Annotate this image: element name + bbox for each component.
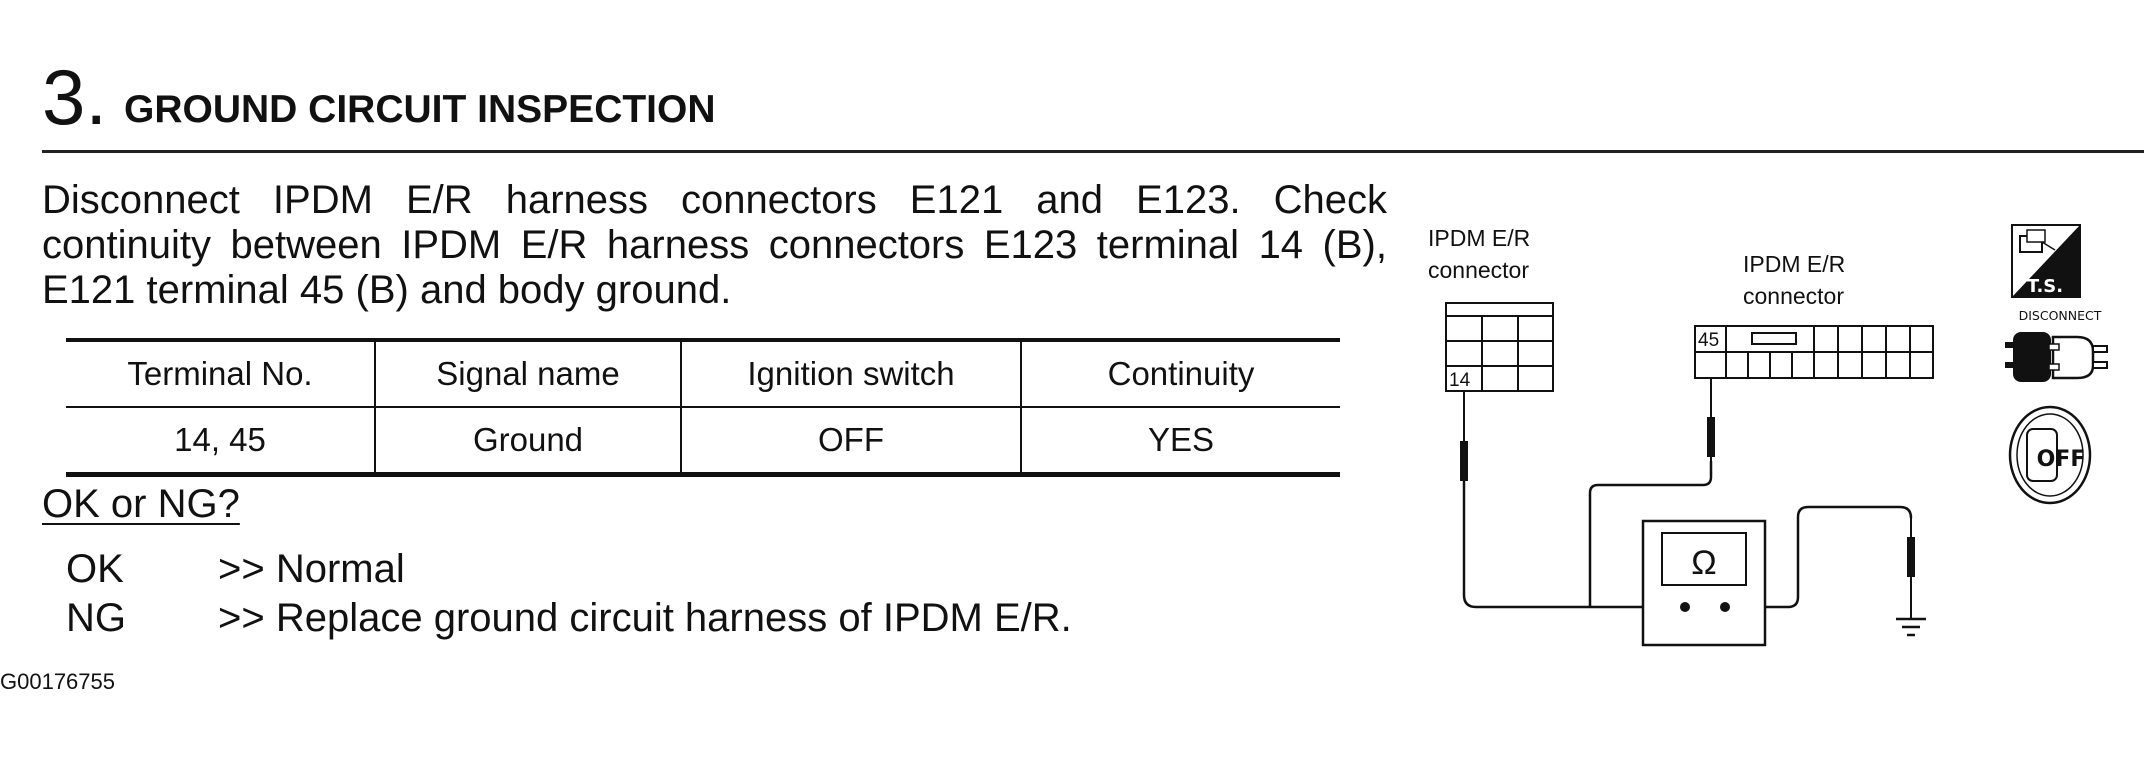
ground-probe [1907,515,1915,619]
header-continuity: Continuity [1020,340,1340,408]
ground-icon [1896,617,1926,637]
right-connector-label-line1: IPDM E/R [1743,251,1845,277]
left-probe [1460,391,1468,483]
table-row: 14, 45 Ground OFF YES [66,407,1340,475]
result-ok-text: >> Normal [218,547,405,591]
table-header-row: Terminal No. Signal name Ignition switch… [66,340,1340,408]
ignition-off-icon-text: OFF [2037,447,2086,472]
result-ng-text: >> Replace ground circuit harness of IPD… [218,596,1072,640]
instruction-text: Disconnect IPDM E/R harness connectors E… [42,178,1387,312]
ohmmeter [1641,519,1767,647]
ts-icon: T.S. [2011,224,2081,298]
header-terminal-no: Terminal No. [66,340,375,408]
right-connector-label-line2: connector [1743,283,1844,309]
left-terminal-label: 14 [1449,370,1471,391]
disconnect-icon: DISCONNECT [2005,308,2108,382]
inspection-table: Terminal No. Signal name Ignition switch… [66,338,1340,477]
step-number: 3. [42,53,108,141]
cell-terminal-no: 14, 45 [174,421,266,458]
cell-ignition-switch: OFF [680,407,1021,475]
header-signal-name: Signal name [374,340,681,408]
left-connector [1445,302,1554,392]
ok-ng-question: OK or NG? [42,482,240,526]
step-title: GROUND CIRCUIT INSPECTION [124,88,716,131]
procedure-icons: T.S. DISCONNECT OFF [2005,224,2108,505]
right-connector [1694,325,1934,379]
disconnect-icon-text: DISCONNECT [2019,308,2102,323]
test-wires [1462,461,1913,609]
result-ng-key: NG [66,596,126,640]
header-ignition-switch: Ignition switch [680,340,1021,408]
continuity-test-diagram: IPDM E/R connector IPDM E/R connector 14… [1428,225,1934,647]
cell-continuity: YES [1020,407,1340,475]
right-terminal-label: 45 [1698,330,1719,351]
result-ok-key: OK [66,547,124,591]
header-divider [42,150,2144,153]
right-probe [1707,378,1715,473]
left-connector-label-line2: connector [1428,257,1529,283]
left-connector-label-line1: IPDM E/R [1428,225,1530,251]
ignition-off-icon: OFF [2008,405,2092,505]
cell-signal-name: Ground [374,407,681,475]
ohm-symbol: Ω [1691,544,1716,582]
figure-id: G00176755 [0,669,115,694]
ts-icon-text: T.S. [2027,276,2063,297]
